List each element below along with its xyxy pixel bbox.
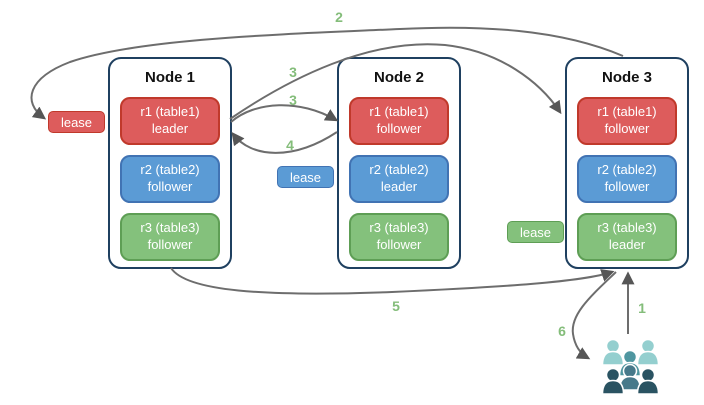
range-role: leader xyxy=(608,237,646,252)
range-name: r2 (table2) xyxy=(369,162,429,178)
node-1-range-r1: r1 (table1) leader xyxy=(120,97,220,145)
arrow-6-node3-to-users xyxy=(571,271,617,360)
step-label-1: 1 xyxy=(638,300,646,316)
node-2-title: Node 2 xyxy=(373,69,424,86)
node-3-range-r3: r3 (table3) leader xyxy=(577,213,677,261)
node-1-range-r2: r2 (table2) follower xyxy=(120,155,220,203)
node-1-title: Node 1 xyxy=(144,69,195,86)
arrow-3-node1-to-node2 xyxy=(230,104,339,123)
node-3-title: Node 3 xyxy=(601,69,652,86)
range-role: follower xyxy=(604,179,650,194)
user-dark-right-icon xyxy=(636,367,660,395)
lease-badge-r3: lease xyxy=(507,221,564,243)
user-light-right-icon xyxy=(636,338,660,366)
range-role: follower xyxy=(604,121,650,136)
range-name: r3 (table3) xyxy=(369,220,429,236)
range-role: leader xyxy=(380,179,418,194)
step-label-5: 5 xyxy=(392,298,400,314)
step-label-3-long: 3 xyxy=(289,64,297,80)
range-role: follower xyxy=(147,237,193,252)
node-2-range-r3: r3 (table3) follower xyxy=(349,213,449,261)
node-2: Node 2 r1 (table1) follower r2 (table2) … xyxy=(337,57,461,269)
step-label-4: 4 xyxy=(286,137,294,153)
arrow-5-node1-to-node3 xyxy=(170,267,615,295)
user-slate-center-icon xyxy=(618,363,642,391)
range-name: r2 (table2) xyxy=(140,162,200,178)
step-label-3-short: 3 xyxy=(289,92,297,108)
node-2-range-r1: r1 (table1) follower xyxy=(349,97,449,145)
range-name: r1 (table1) xyxy=(140,104,200,120)
arrow-4-node2-to-node1 xyxy=(231,131,338,154)
node-3-range-r2: r2 (table2) follower xyxy=(577,155,677,203)
node-2-range-r2: r2 (table2) leader xyxy=(349,155,449,203)
users-icon xyxy=(601,338,660,395)
node-3-range-r1: r1 (table1) follower xyxy=(577,97,677,145)
range-name: r2 (table2) xyxy=(597,162,657,178)
range-role: follower xyxy=(147,179,193,194)
range-role: leader xyxy=(151,121,189,136)
range-name: r1 (table1) xyxy=(369,104,429,120)
range-name: r1 (table1) xyxy=(597,104,657,120)
range-name: r3 (table3) xyxy=(597,220,657,236)
step-label-6: 6 xyxy=(558,323,566,339)
range-role: follower xyxy=(376,237,422,252)
range-name: r3 (table3) xyxy=(140,220,200,236)
user-medium-center-icon xyxy=(618,349,642,377)
lease-badge-r2: lease xyxy=(277,166,334,188)
node-1: Node 1 r1 (table1) leader r2 (table2) fo… xyxy=(108,57,232,269)
range-role: follower xyxy=(376,121,422,136)
user-dark-left-icon xyxy=(601,367,625,395)
node-3: Node 3 r1 (table1) follower r2 (table2) … xyxy=(565,57,689,269)
step-label-2: 2 xyxy=(335,9,343,25)
lease-badge-r1: lease xyxy=(48,111,105,133)
user-light-left-icon xyxy=(601,338,625,366)
node-1-range-r3: r3 (table3) follower xyxy=(120,213,220,261)
